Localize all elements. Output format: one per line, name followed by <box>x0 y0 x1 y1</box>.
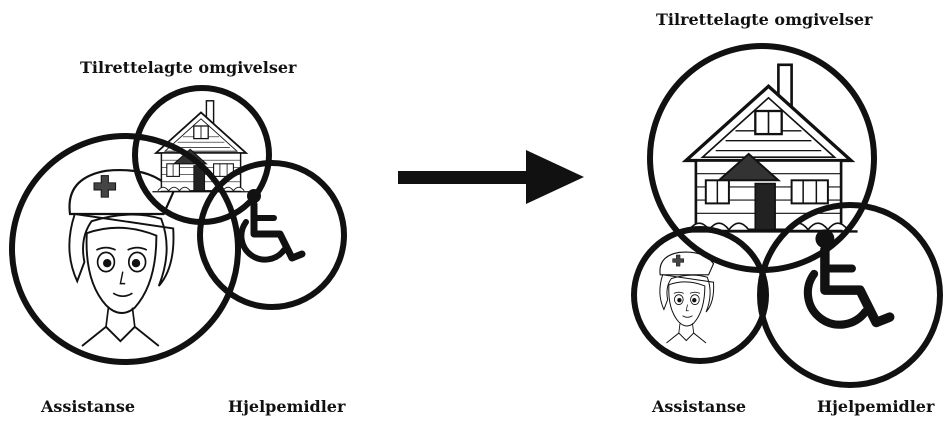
assistance-circle-left <box>9 133 241 365</box>
label-assistance-right: Assistanse <box>652 397 747 416</box>
nurse-illustration-left <box>68 168 175 348</box>
label-environment-right: Tilrettelagte omgivelser <box>656 10 873 29</box>
label-aids-right: Hjelpemidler <box>817 397 935 416</box>
label-assistance-left: Assistanse <box>41 397 136 416</box>
label-aids-left: Hjelpemidler <box>228 397 346 416</box>
aids-circle-right <box>757 202 943 388</box>
nurse-illustration-right <box>659 251 715 344</box>
label-environment-left: Tilrettelagte omgivelser <box>80 58 297 77</box>
transition-arrow <box>398 150 584 204</box>
aids-circle-left <box>197 160 347 310</box>
wheelchair-icon-right <box>808 229 890 324</box>
assistance-circle-right <box>631 226 769 364</box>
